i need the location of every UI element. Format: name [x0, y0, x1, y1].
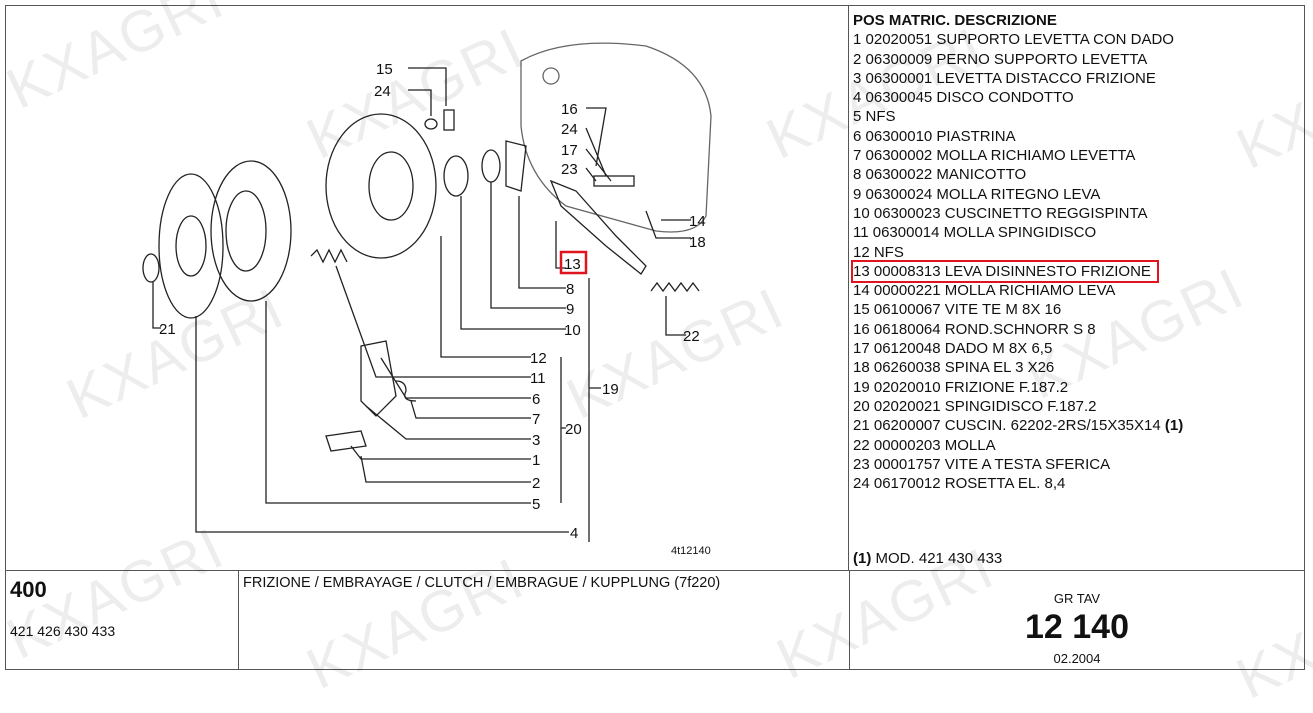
parts-row-text: 10 06300023 CUSCINETTO REGGISPINTA: [853, 204, 1148, 222]
gr-tav-number: 12 140: [1025, 608, 1129, 646]
parts-row-text: 23 00001757 VITE A TESTA SFERICA: [853, 455, 1111, 473]
callout-11: 11: [530, 370, 546, 387]
parts-row: 22 00000203 MOLLA: [853, 436, 1300, 455]
callout-9: 9: [566, 301, 574, 318]
parts-row: 5 NFS: [853, 107, 1300, 126]
callout-1: 1: [532, 452, 540, 469]
parts-row-text: 22 00000203 MOLLA: [853, 436, 996, 454]
parts-row-text: 21 06200007 CUSCIN. 62202-2RS/15X35X14: [853, 417, 1161, 435]
parts-row: 24 06170012 ROSETTA EL. 8,4: [853, 474, 1300, 493]
parts-list: POS MATRIC. DESCRIZIONE 1 02020051 SUPPO…: [848, 5, 1305, 571]
callout-15: 15: [376, 61, 393, 78]
parts-row-text: 24 06170012 ROSETTA EL. 8,4: [853, 475, 1066, 493]
gr-tav-cell: GR TAV 12 140 02.2004: [849, 570, 1305, 670]
parts-row: 12 NFS: [853, 243, 1300, 262]
parts-row: 16 06180064 ROND.SCHNORR S 8: [853, 320, 1300, 339]
callout-6: 6: [532, 391, 540, 408]
parts-row-text: 4 06300045 DISCO CONDOTTO: [853, 89, 1074, 107]
callout-3: 3: [532, 432, 540, 449]
note-ref: (1): [1164, 417, 1184, 435]
callout-10: 10: [564, 322, 581, 339]
callout-17: 17: [561, 142, 578, 159]
callout-8: 8: [566, 281, 574, 298]
group-title-cell: FRIZIONE / EMBRAYAGE / CLUTCH / EMBRAGUE…: [238, 570, 850, 670]
model-number: 400: [10, 577, 47, 602]
parts-row: 7 06300002 MOLLA RICHIAMO LEVETTA: [853, 146, 1300, 165]
parts-row-text: 19 02020010 FRIZIONE F.187.2: [853, 378, 1069, 396]
callout-2: 2: [532, 475, 540, 492]
parts-row: 21 06200007 CUSCIN. 62202-2RS/15X35X14 (…: [853, 416, 1300, 435]
parts-row-text: 14 00000221 MOLLA RICHIAMO LEVA: [853, 282, 1116, 300]
callout-12: 12: [530, 350, 547, 367]
callout-21: 21: [159, 321, 176, 338]
parts-row-text: 6 06300010 PIASTRINA: [853, 127, 1016, 145]
model-variants: 421 426 430 433: [10, 623, 116, 639]
parts-row-text: 12 NFS: [853, 243, 904, 261]
parts-row-text: 11 06300014 MOLLA SPINGIDISCO: [853, 224, 1097, 242]
callout-20: 20: [565, 421, 582, 438]
callout-18: 18: [689, 234, 706, 251]
parts-row: 20 02020021 SPINGIDISCO F.187.2: [853, 397, 1300, 416]
parts-row-text: 5 NFS: [853, 108, 896, 126]
parts-row: 23 00001757 VITE A TESTA SFERICA: [853, 455, 1300, 474]
callout-14: 14: [689, 213, 706, 230]
callout-24: 24: [374, 83, 391, 100]
parts-row: 15 06100067 VITE TE M 8X 16: [853, 300, 1300, 319]
callout-23: 23: [561, 161, 578, 178]
parts-row-text: 17 06120048 DADO M 8X 6,5: [853, 340, 1053, 358]
drawing-code: 4t12140: [671, 545, 711, 557]
parts-row-text: 18 06260038 SPINA EL 3 X26: [853, 359, 1055, 377]
group-title: FRIZIONE / EMBRAYAGE / CLUTCH / EMBRAGUE…: [243, 575, 721, 591]
parts-row: 19 02020010 FRIZIONE F.187.2: [853, 378, 1300, 397]
highlight-box-13: [559, 250, 588, 275]
parts-row: 10 06300023 CUSCINETTO REGGISPINTA: [853, 204, 1300, 223]
parts-row-text: 20 02020021 SPINGIDISCO F.187.2: [853, 397, 1097, 415]
callout-13: 13: [564, 256, 581, 273]
exploded-diagram: 15 24 16 24 17 23 14 18 13 8 9 10 22 21 …: [5, 5, 849, 571]
parts-row-text: 8 06300022 MANICOTTO: [853, 166, 1027, 184]
parts-row: 18 06260038 SPINA EL 3 X26: [853, 358, 1300, 377]
callout-7: 7: [532, 411, 540, 428]
parts-row: 17 06120048 DADO M 8X 6,5: [853, 339, 1300, 358]
callout-16: 16: [561, 101, 578, 118]
parts-row-text: 15 06100067 VITE TE M 8X 16: [853, 301, 1062, 319]
parts-row-text: 7 06300002 MOLLA RICHIAMO LEVETTA: [853, 147, 1136, 165]
parts-row: 11 06300014 MOLLA SPINGIDISCO: [853, 223, 1300, 242]
parts-row-text: 3 06300001 LEVETTA DISTACCO FRIZIONE: [853, 69, 1156, 87]
footnote-ref: (1): [853, 550, 872, 567]
parts-row-text: 13 00008313 LEVA DISINNESTO FRIZIONE: [853, 262, 1151, 280]
parts-row: 8 06300022 MANICOTTO: [853, 165, 1300, 184]
parts-row: 1 02020051 SUPPORTO LEVETTA CON DADO: [853, 30, 1300, 49]
footnote: (1) MOD. 421 430 433: [853, 549, 1002, 568]
parts-row: 13 00008313 LEVA DISINNESTO FRIZIONE: [851, 259, 1159, 284]
parts-row: 3 06300001 LEVETTA DISTACCO FRIZIONE: [853, 69, 1300, 88]
parts-row-text: 16 06180064 ROND.SCHNORR S 8: [853, 320, 1096, 338]
callout-24b: 24: [561, 121, 578, 138]
callout-4: 4: [570, 525, 578, 542]
parts-row: 9 06300024 MOLLA RITEGNO LEVA: [853, 185, 1300, 204]
callout-22: 22: [683, 328, 700, 345]
footnote-text: MOD. 421 430 433: [875, 550, 1003, 567]
parts-row-text: 1 02020051 SUPPORTO LEVETTA CON DADO: [853, 31, 1174, 49]
gr-tav-label: GR TAV: [1053, 591, 1101, 606]
parts-row-text: 2 06300009 PERNO SUPPORTO LEVETTA: [853, 50, 1148, 68]
parts-list-header: POS MATRIC. DESCRIZIONE: [853, 12, 1057, 29]
callout-19: 19: [602, 381, 619, 398]
callout-5: 5: [532, 496, 540, 513]
clutch-drawing: 15 24 16 24 17 23 14 18 13 8 9 10 22 21 …: [142, 42, 712, 557]
parts-row: 14 00000221 MOLLA RICHIAMO LEVA: [853, 281, 1300, 300]
parts-row: 6 06300010 PIASTRINA: [853, 127, 1300, 146]
parts-row: 4 06300045 DISCO CONDOTTO: [853, 88, 1300, 107]
parts-row: 2 06300009 PERNO SUPPORTO LEVETTA: [853, 50, 1300, 69]
edition-date: 02.2004: [1053, 651, 1101, 666]
parts-row-text: 9 06300024 MOLLA RITEGNO LEVA: [853, 185, 1101, 203]
model-cell: 400 421 426 430 433: [5, 570, 239, 670]
